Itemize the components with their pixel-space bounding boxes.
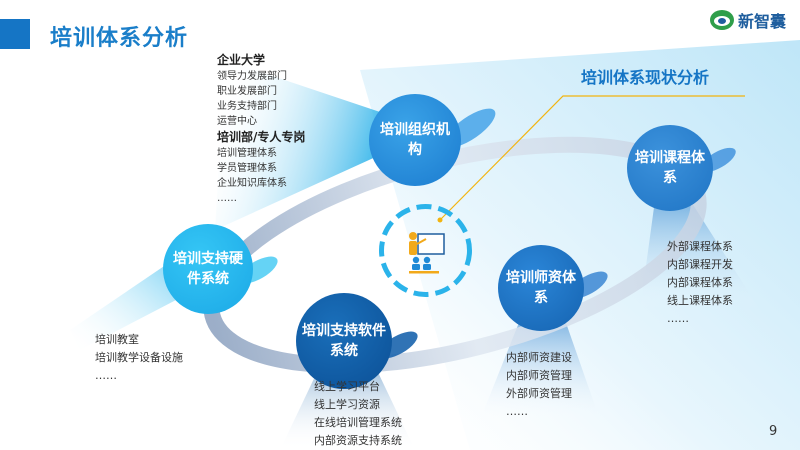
list-item: 在线培训管理系统 bbox=[314, 416, 402, 429]
list-item: 内部师资建设 bbox=[506, 351, 572, 364]
node-software-support: 培训支持软件系统 bbox=[296, 293, 392, 389]
list-item: 线上课程体系 bbox=[667, 294, 733, 307]
list-item: 运营中心 bbox=[217, 116, 257, 127]
list-item: 领导力发展部门 bbox=[217, 71, 287, 82]
list-item: 内部师资管理 bbox=[506, 369, 572, 382]
node-training-organization: 培训组织机构 bbox=[369, 94, 461, 186]
hardware-list: 培训教室 培训教学设备设施 …… bbox=[95, 331, 183, 385]
section-subtitle: 培训体系现状分析 bbox=[581, 68, 710, 87]
list-item: 培训管理体系 bbox=[217, 148, 277, 159]
list-item: …… bbox=[667, 312, 689, 325]
list-item: …… bbox=[217, 193, 237, 204]
list-item: 培训部/专人专岗 bbox=[217, 130, 306, 144]
node-label: 培训支持软件系统 bbox=[301, 323, 386, 359]
list-item: 企业知识库体系 bbox=[217, 178, 287, 189]
page-number: 9 bbox=[769, 424, 778, 439]
software-list: 线上学习平台 线上学习资源 在线培训管理系统 内部资源支持系统 bbox=[314, 378, 402, 450]
list-item: …… bbox=[95, 369, 117, 382]
node-label: 培训支持硬件系统 bbox=[173, 251, 243, 287]
list-item: 内部课程开发 bbox=[667, 258, 733, 271]
title-accent-bar bbox=[0, 19, 30, 49]
training-presentation-icon bbox=[379, 204, 472, 297]
teacher-list: 内部师资建设 内部师资管理 外部师资管理 …… bbox=[506, 349, 572, 421]
logo-text: 新智囊 bbox=[738, 12, 787, 31]
list-item: 学员管理体系 bbox=[217, 163, 277, 174]
list-item: 企业大学 bbox=[217, 53, 266, 67]
node-course-system: 培训课程体系 bbox=[627, 125, 713, 211]
list-item: 培训教学设备设施 bbox=[95, 351, 183, 364]
org-list: 企业大学 领导力发展部门 职业发展部门 业务支持部门 运营中心 培训部/专人专岗… bbox=[217, 52, 305, 206]
list-item: 内部资源支持系统 bbox=[314, 434, 402, 447]
node-label: 培训课程体系 bbox=[634, 150, 705, 186]
list-item: 业务支持部门 bbox=[217, 101, 277, 112]
node-label: 培训组织机构 bbox=[379, 122, 450, 158]
list-item: 线上学习平台 bbox=[314, 380, 380, 393]
list-item: 内部课程体系 bbox=[667, 276, 733, 289]
node-hardware-support: 培训支持硬件系统 bbox=[163, 224, 253, 314]
list-item: 外部师资管理 bbox=[506, 387, 572, 400]
list-item: 培训教室 bbox=[95, 333, 139, 346]
node-teacher-system: 培训师资体系 bbox=[498, 245, 584, 331]
list-item: …… bbox=[506, 405, 528, 418]
list-item: 外部课程体系 bbox=[667, 240, 733, 253]
logo-icon bbox=[710, 10, 734, 30]
list-item: 职业发展部门 bbox=[217, 86, 277, 97]
course-list: 外部课程体系 内部课程开发 内部课程体系 线上课程体系 …… bbox=[667, 238, 733, 328]
page-title: 培训体系分析 bbox=[50, 26, 189, 51]
list-item: 线上学习资源 bbox=[314, 398, 380, 411]
node-label: 培训师资体系 bbox=[505, 270, 576, 306]
